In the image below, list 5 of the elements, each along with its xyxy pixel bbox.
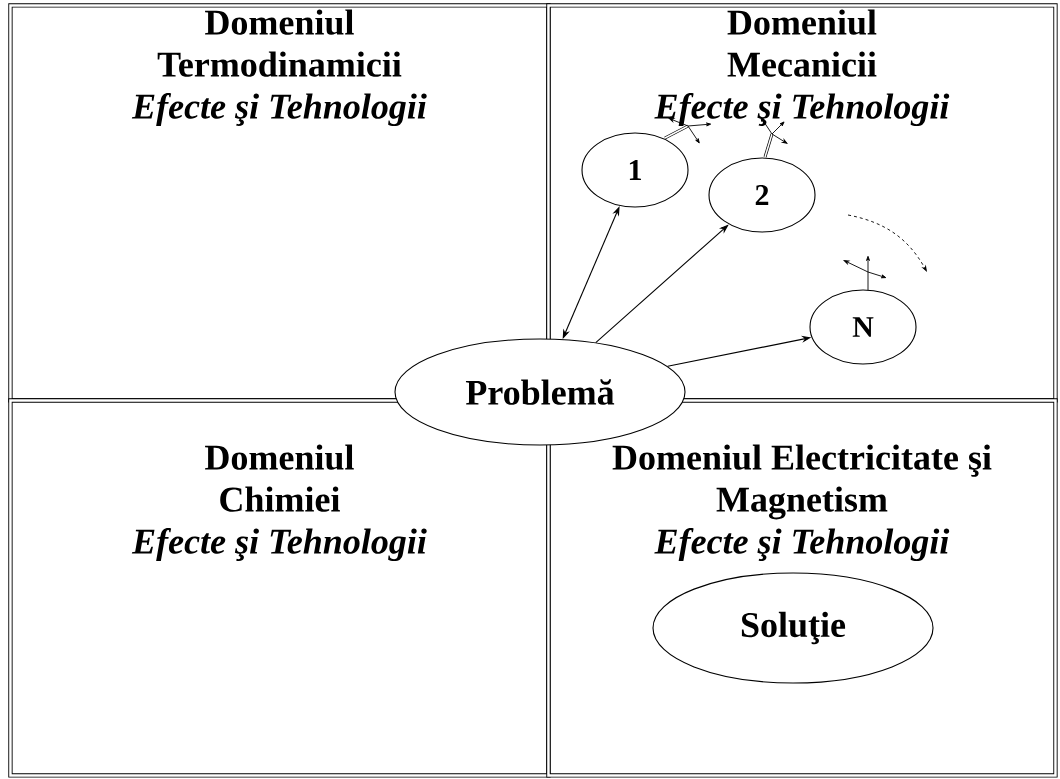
ellipse-node: N xyxy=(809,289,917,365)
ellipse-node: Problemă xyxy=(394,338,686,446)
ellipse-node: Soluţie xyxy=(652,572,934,684)
ellipse-node: 1 xyxy=(581,132,689,208)
ellipse-node: 2 xyxy=(708,157,816,233)
